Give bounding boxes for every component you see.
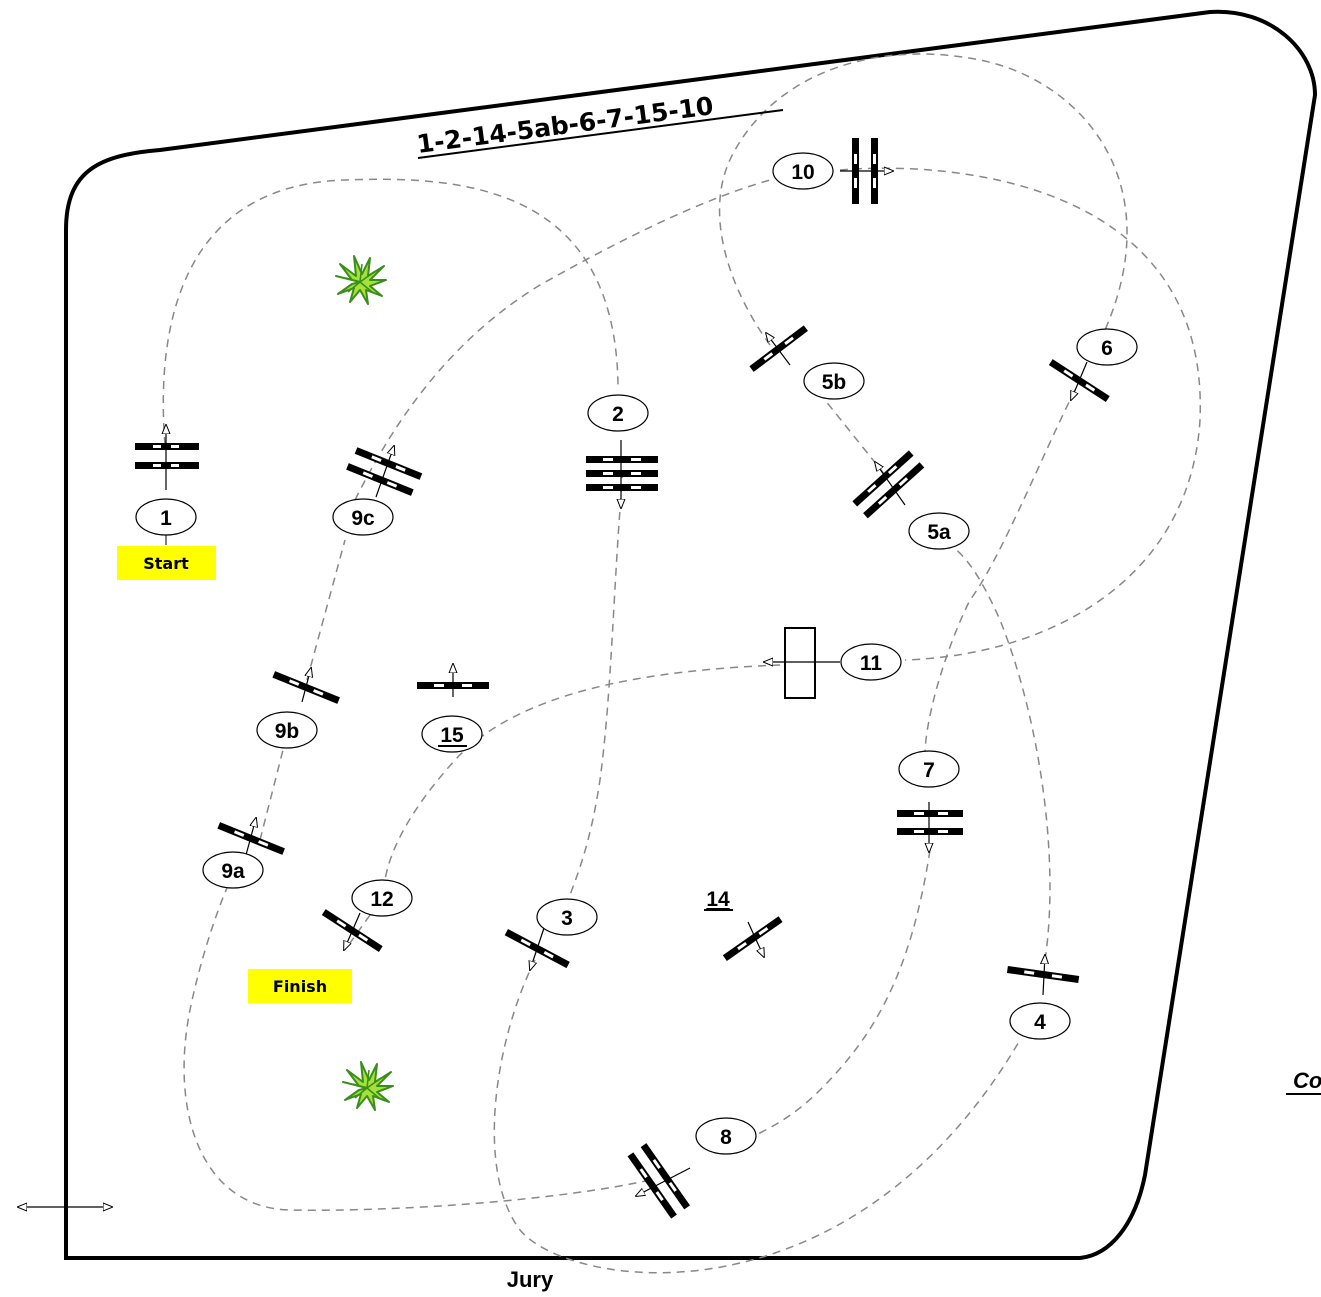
fence-1: 1 [135,425,199,545]
svg-text:12: 12 [370,888,393,911]
fence-4: 4 [1006,955,1080,1040]
svg-text:2: 2 [612,403,624,426]
svg-text:15: 15 [440,724,464,747]
fence-5b: 5b [749,325,865,400]
svg-text:6: 6 [1101,337,1113,360]
fence-14: 14 [687,879,783,961]
svg-text:11: 11 [860,652,883,675]
svg-text:7: 7 [923,759,935,782]
svg-text:9a: 9a [221,860,245,883]
fence-11: 11 [764,627,902,699]
svg-text:5a: 5a [927,521,951,544]
svg-text:5b: 5b [822,371,847,394]
jury-label: Jury [507,1267,554,1292]
start-tag: Start [117,546,216,580]
svg-text:4: 4 [1034,1011,1046,1034]
plant-icon [335,255,387,305]
svg-text:8: 8 [720,1126,732,1149]
arena-boundary [64,9,1318,1260]
fence-3: 3 [504,898,598,970]
fence-7: 7 [897,750,963,852]
fence-2: 2 [586,394,658,508]
svg-text:Start: Start [143,554,189,573]
fence-12: 12 [321,879,413,952]
route-underline [417,109,784,159]
fence-label: 1 [160,507,172,530]
svg-text:Finish: Finish [273,977,327,996]
fence-9b: 9b [256,668,340,749]
fence-10: 10 [772,138,893,204]
fence-15: 15 [417,664,489,753]
fence-9c: 9c [332,446,423,536]
fence-5a: 5a [852,450,970,550]
svg-text:9c: 9c [351,507,375,530]
fence-6: 6 [1048,328,1138,402]
finish-tag: Finish [248,969,352,1003]
fence-8: 8 [627,1117,757,1219]
course-route [162,53,1201,1274]
edge-label: Co [1293,1068,1321,1093]
svg-text:14: 14 [706,888,730,911]
svg-text:10: 10 [791,161,814,184]
svg-text:9b: 9b [275,720,300,743]
plant-icon [342,1061,394,1111]
svg-text:3: 3 [561,907,573,930]
fence-9a: 9a [202,818,285,889]
